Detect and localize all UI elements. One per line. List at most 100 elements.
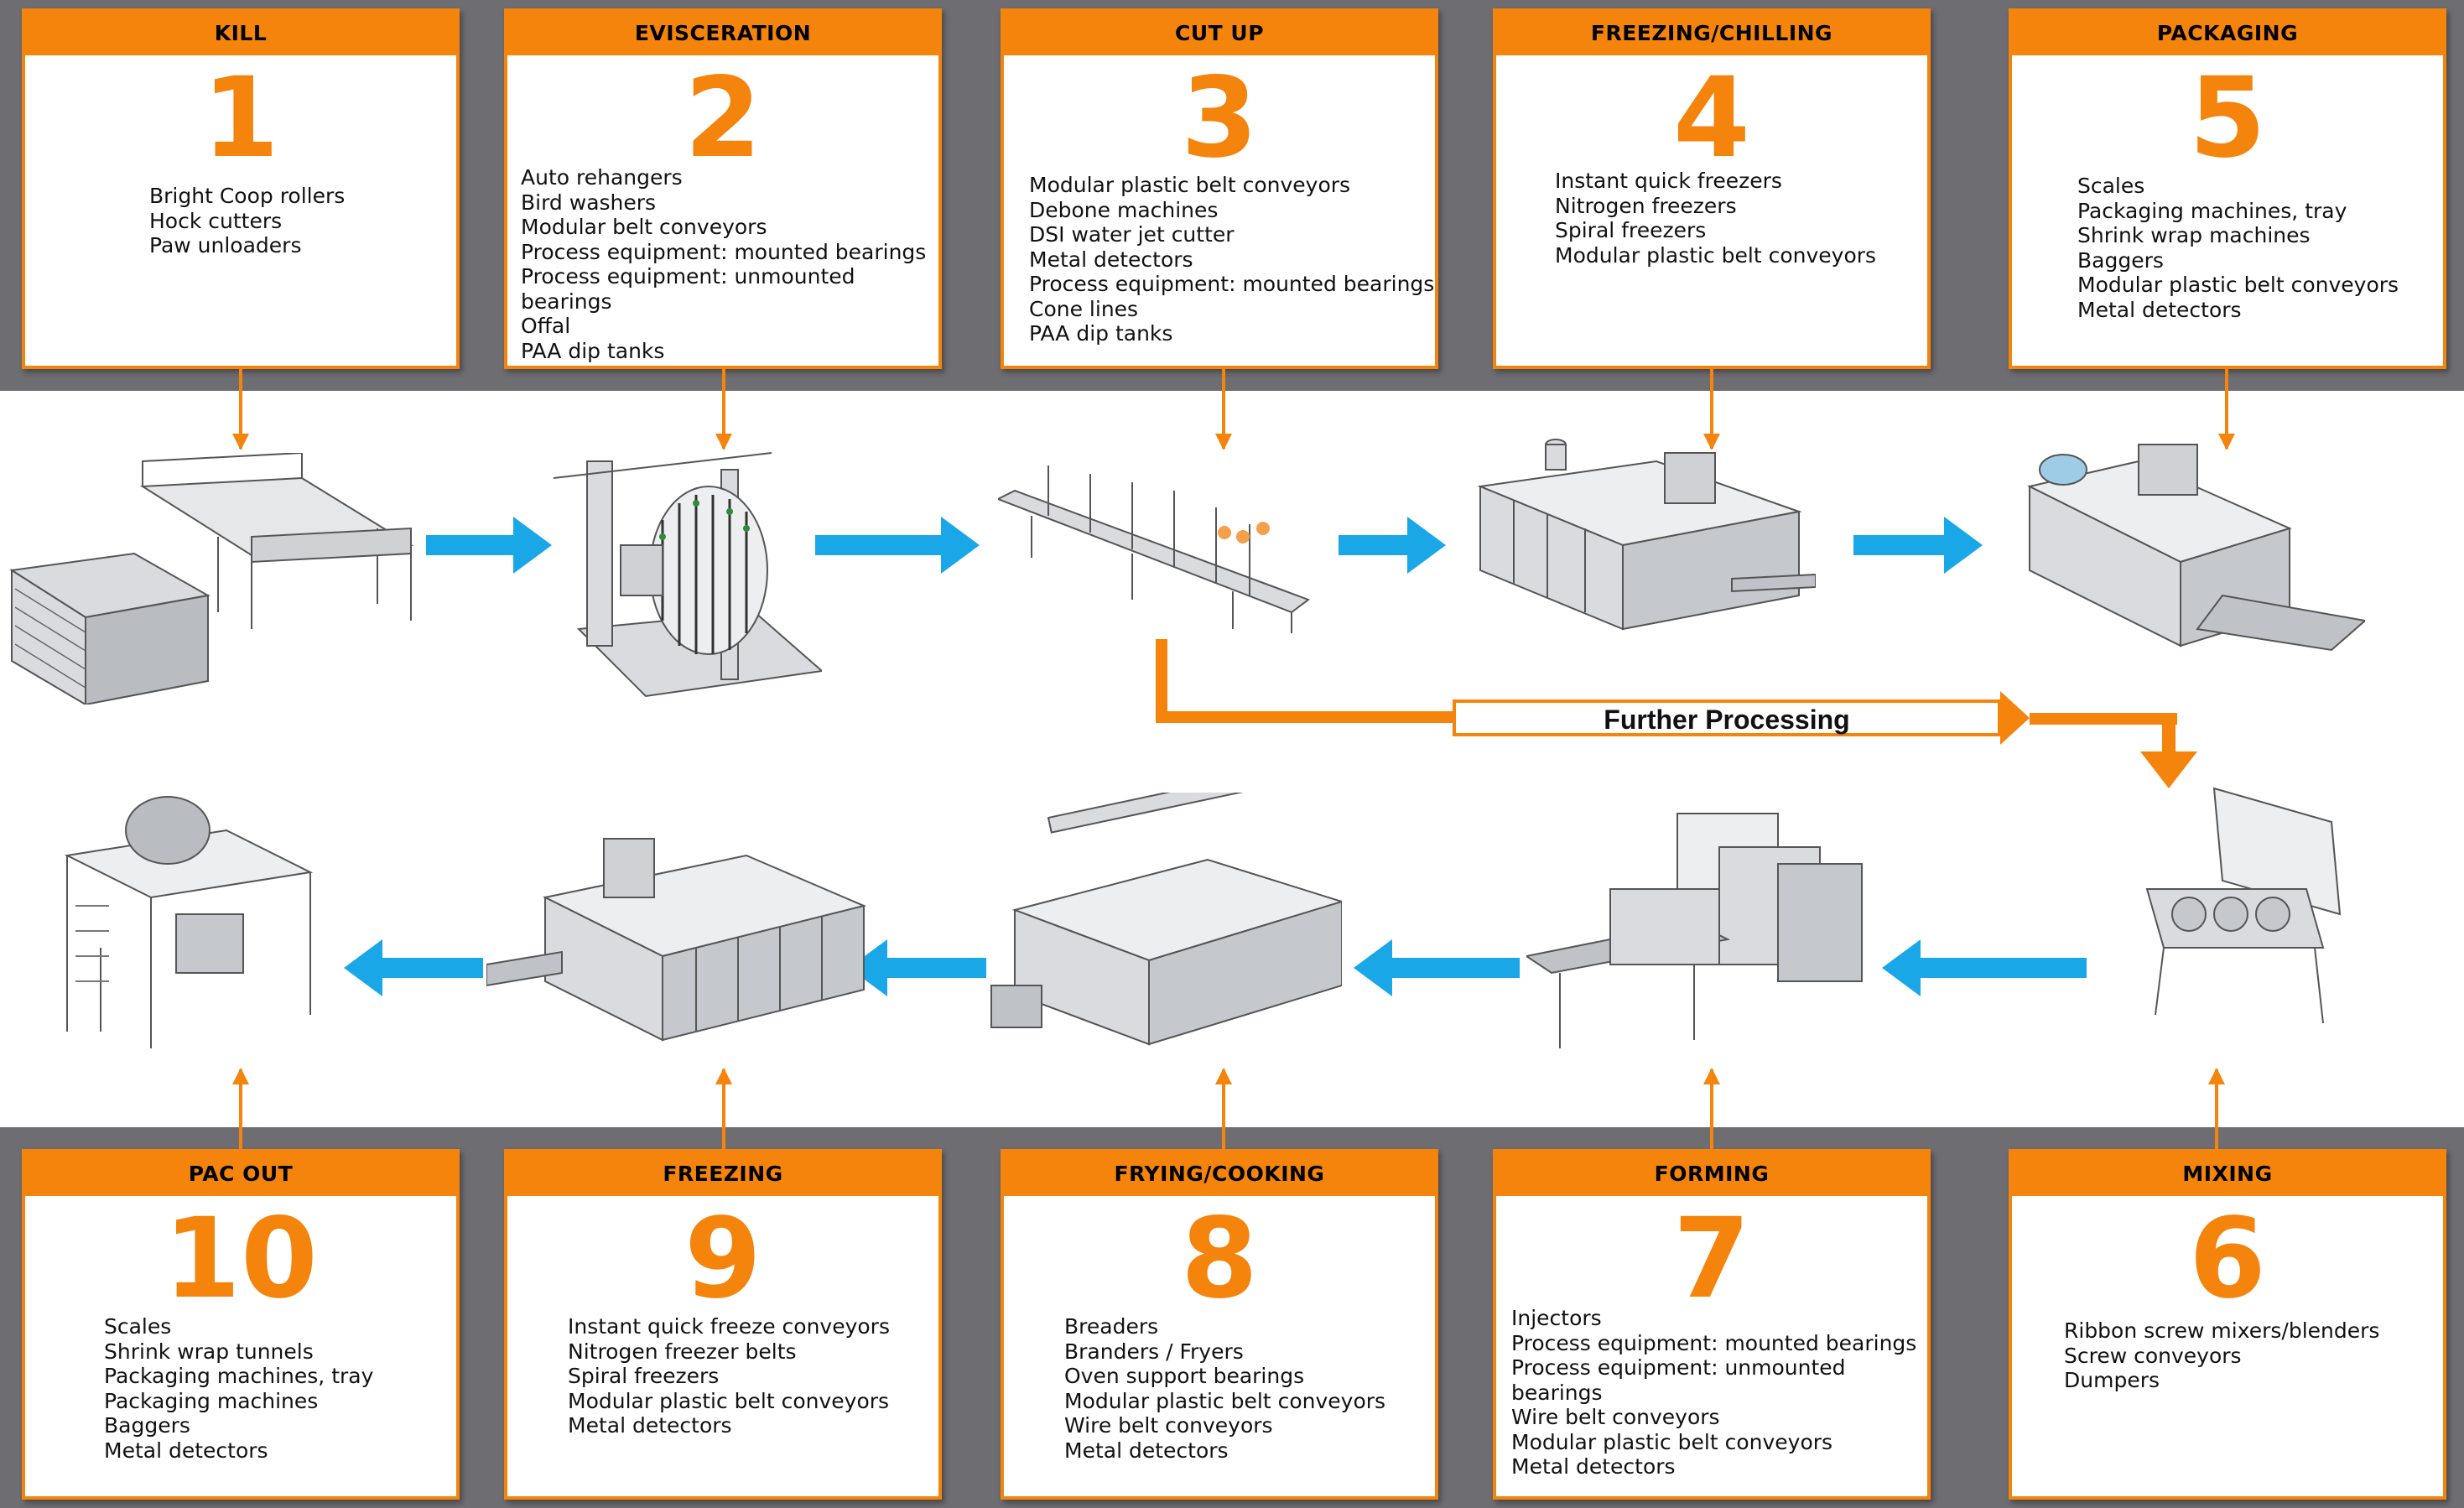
- equipment-list: Ribbon screw mixers/blenders Screw conve…: [2064, 1318, 2379, 1393]
- step-card-frying-cooking: FRYING/COOKING 8 Breaders Branders / Fry…: [1001, 1149, 1438, 1500]
- list-item: Hock cutters: [149, 208, 283, 233]
- list-item: Metal detectors: [104, 1438, 268, 1463]
- list-item: Instant quick freeze conveyors: [568, 1314, 890, 1339]
- step-title: CUT UP: [1004, 12, 1435, 55]
- list-item: Process equipment: mounted bearings: [521, 239, 927, 264]
- step-title: PAC OUT: [25, 1152, 456, 1196]
- list-item: Packaging machines: [104, 1388, 319, 1413]
- flow-arrow-left: [1882, 939, 2087, 996]
- list-item: Scales: [104, 1314, 172, 1339]
- list-item: Screw conveyors: [2064, 1343, 2242, 1368]
- equipment-list: Modular plastic belt conveyors Debone ma…: [1029, 173, 1434, 346]
- step-title: FORMING: [1496, 1152, 1927, 1196]
- equipment-list: Bright Coop rollers Hock cutters Paw unl…: [149, 184, 345, 258]
- list-item: Modular plastic belt conveyors: [2077, 273, 2399, 297]
- list-item: Metal detectors: [568, 1413, 732, 1438]
- list-item: Wire belt conveyors: [1511, 1405, 1720, 1429]
- list-item: Offal: [521, 314, 571, 338]
- step-card-cut-up: CUT UP 3 Modular plastic belt conveyors …: [1001, 8, 1438, 369]
- list-item: PAA dip tanks: [521, 338, 665, 363]
- list-item: Dumpers: [2064, 1368, 2160, 1392]
- evisceration-machine-illustration: [554, 452, 822, 698]
- step-number: 5: [2189, 54, 2266, 183]
- step-number: 4: [1673, 54, 1750, 183]
- step-card-packaging: PACKAGING 5 Scales Packaging machines, t…: [2009, 8, 2446, 369]
- further-processing-path: [2030, 713, 2177, 725]
- step-number: 1: [202, 54, 279, 183]
- equipment-list: Scales Shrink wrap tunnels Packaging mac…: [104, 1314, 373, 1463]
- step-number: 8: [1181, 1194, 1258, 1323]
- forming-machine-illustration: [1526, 813, 1863, 1048]
- list-item: Modular plastic belt conveyors: [1555, 242, 1877, 268]
- list-item: Baggers: [2077, 247, 2164, 273]
- flow-arrow-left: [1354, 939, 1520, 996]
- list-item: Process equipment: mounted bearings: [1029, 272, 1435, 296]
- flow-arrow-right: [815, 517, 980, 574]
- flow-arrow-left: [849, 939, 986, 996]
- list-item: Branders / Fryers: [1064, 1339, 1244, 1364]
- list-item: PAA dip tanks: [1029, 321, 1173, 346]
- step-title: EVISCERATION: [507, 12, 938, 55]
- mixer-illustration: [2145, 787, 2342, 1024]
- list-item: Bright Coop rollers: [149, 184, 346, 208]
- step-card-kill: KILL 1 Bright Coop rollers Hock cutters …: [22, 8, 460, 369]
- step-title: FREEZING: [507, 1152, 938, 1196]
- freezer-tunnel-illustration: [1477, 439, 1816, 631]
- list-item: Metal detectors: [2077, 297, 2242, 322]
- step-title: FREEZING/CHILLING: [1496, 12, 1927, 55]
- further-processing-arrowhead: [2000, 691, 2030, 745]
- list-item: Modular plastic belt conveyors: [568, 1388, 890, 1413]
- step-title: FRYING/COOKING: [1004, 1152, 1435, 1196]
- list-item: Packaging machines, tray: [2077, 198, 2347, 223]
- list-item: Metal detectors: [1029, 247, 1193, 272]
- step-title: PACKAGING: [2012, 12, 2443, 55]
- step-number: 6: [2189, 1194, 2266, 1323]
- list-item: DSI water jet cutter: [1029, 222, 1235, 247]
- step-card-evisceration: EVISCERATION 2 Auto rehangers Bird washe…: [504, 8, 942, 369]
- step-number: 3: [1181, 54, 1258, 183]
- list-item: Auto rehangers: [521, 165, 683, 190]
- list-item: Modular plastic belt conveyors: [1511, 1429, 1833, 1454]
- further-processing-box: [1453, 699, 2001, 736]
- list-item: Process equipment: unmounted bearings: [1511, 1355, 1846, 1405]
- list-item: Shrink wrap machines: [2077, 223, 2311, 247]
- pac-out-weigher-illustration: [64, 796, 314, 1048]
- list-item: Process equipment: unmounted bearings: [521, 264, 855, 314]
- list-item: Packaging machines, tray: [104, 1364, 374, 1388]
- list-item: Scales: [2077, 174, 2145, 198]
- list-item: Modular belt conveyors: [521, 215, 767, 239]
- list-item: Nitrogen freezer belts: [568, 1339, 797, 1364]
- step-number: 10: [164, 1194, 318, 1323]
- list-item: Instant quick freezers: [1555, 169, 1782, 193]
- equipment-list: Injectors Process equipment: mounted bea…: [1511, 1306, 1927, 1479]
- step-number: 7: [1673, 1194, 1750, 1323]
- flow-arrow-left: [344, 939, 483, 996]
- list-item: Nitrogen freezers: [1555, 193, 1737, 218]
- list-item: Cone lines: [1029, 296, 1139, 321]
- step-number: 2: [684, 54, 762, 183]
- spiral-freezer-illustration: [486, 838, 867, 1042]
- list-item: Wire belt conveyors: [1064, 1413, 1273, 1438]
- list-item: Baggers: [104, 1413, 190, 1438]
- further-processing-arrowhead: [2140, 751, 2197, 788]
- further-processing-path: [1156, 639, 1167, 723]
- flow-arrow-right: [426, 517, 552, 574]
- list-item: Metal detectors: [1064, 1438, 1229, 1463]
- list-item: Process equipment: mounted bearings: [1511, 1330, 1917, 1355]
- equipment-list: Instant quick freezers Nitrogen freezers…: [1555, 169, 1876, 268]
- list-item: Shrink wrap tunnels: [104, 1339, 314, 1364]
- list-item: Breaders: [1064, 1314, 1159, 1339]
- cut-up-conveyor-illustration: [998, 465, 1311, 633]
- equipment-list: Scales Packaging machines, tray Shrink w…: [2077, 174, 2399, 322]
- list-item: Paw unloaders: [149, 233, 302, 257]
- step-card-freezing-chilling: FREEZING/CHILLING 4 Instant quick freeze…: [1493, 8, 1931, 369]
- list-item: Ribbon screw mixers/blenders: [2064, 1318, 2380, 1343]
- list-item: Debone machines: [1029, 197, 1219, 222]
- packaging-machine-illustration: [2027, 444, 2365, 652]
- equipment-list: Instant quick freeze conveyors Nitrogen …: [568, 1314, 890, 1438]
- flow-arrow-right: [1339, 517, 1446, 574]
- further-processing-path: [2162, 713, 2175, 755]
- step-card-mixing: MIXING 6 Ribbon screw mixers/blenders Sc…: [2009, 1149, 2446, 1500]
- further-processing-label: Further Processing: [1604, 705, 1850, 735]
